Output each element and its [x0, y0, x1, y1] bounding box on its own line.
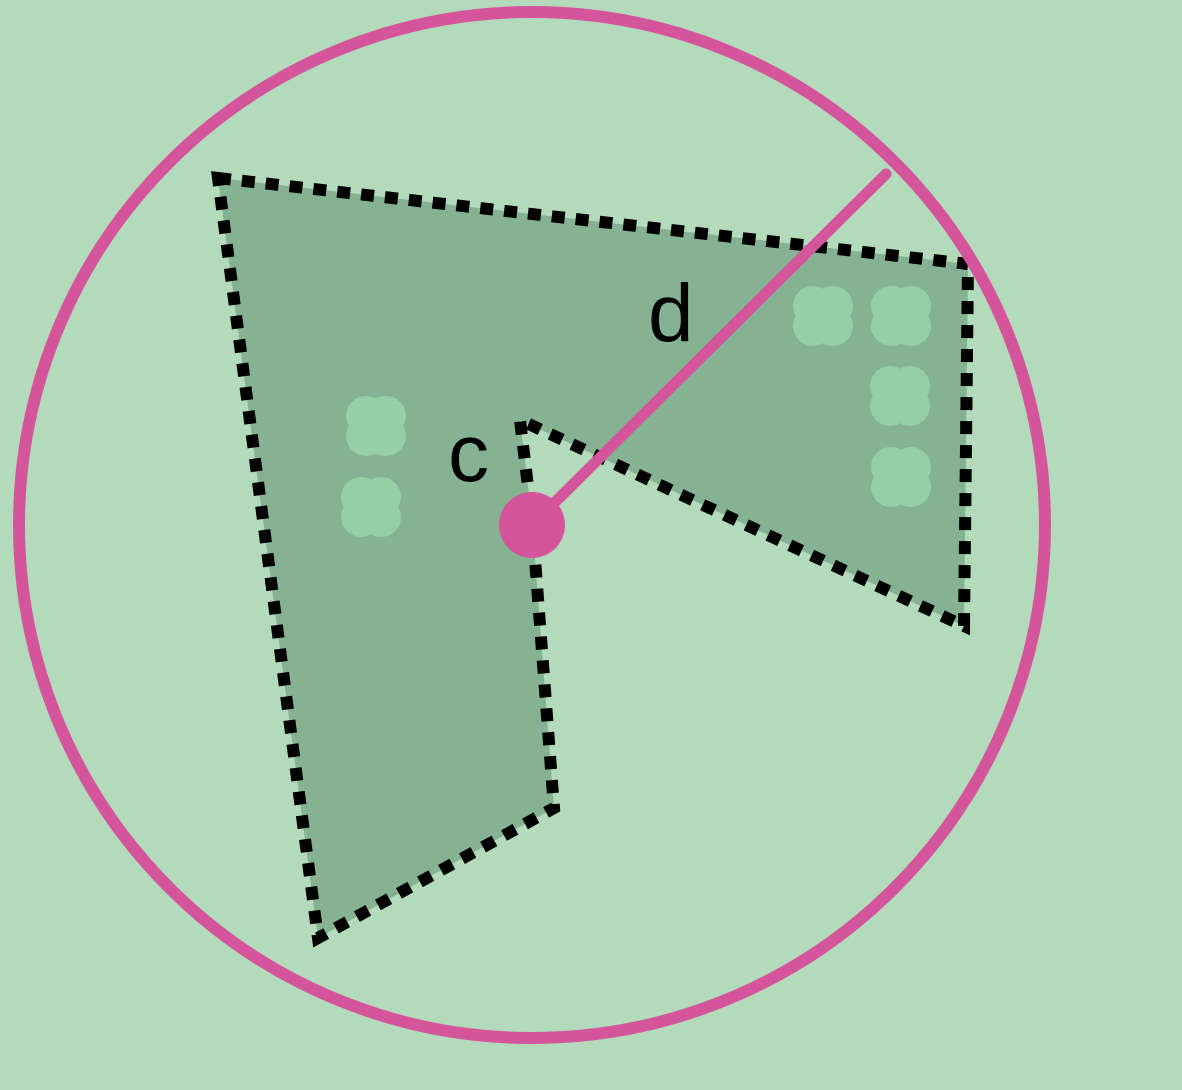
point-label: c — [448, 408, 489, 499]
radius-line — [526, 168, 892, 531]
shrub-3 — [793, 286, 853, 346]
radius-label: d — [648, 268, 694, 359]
shrub-6 — [871, 447, 931, 507]
shrub-1 — [346, 396, 406, 456]
center-point — [499, 492, 565, 558]
shrub-4 — [871, 286, 931, 346]
shrub-5 — [870, 366, 930, 426]
enclosing-circle — [13, 6, 1051, 1044]
shrub-group — [341, 286, 931, 537]
region-polygon — [211, 171, 975, 948]
shrub-2 — [341, 477, 401, 537]
